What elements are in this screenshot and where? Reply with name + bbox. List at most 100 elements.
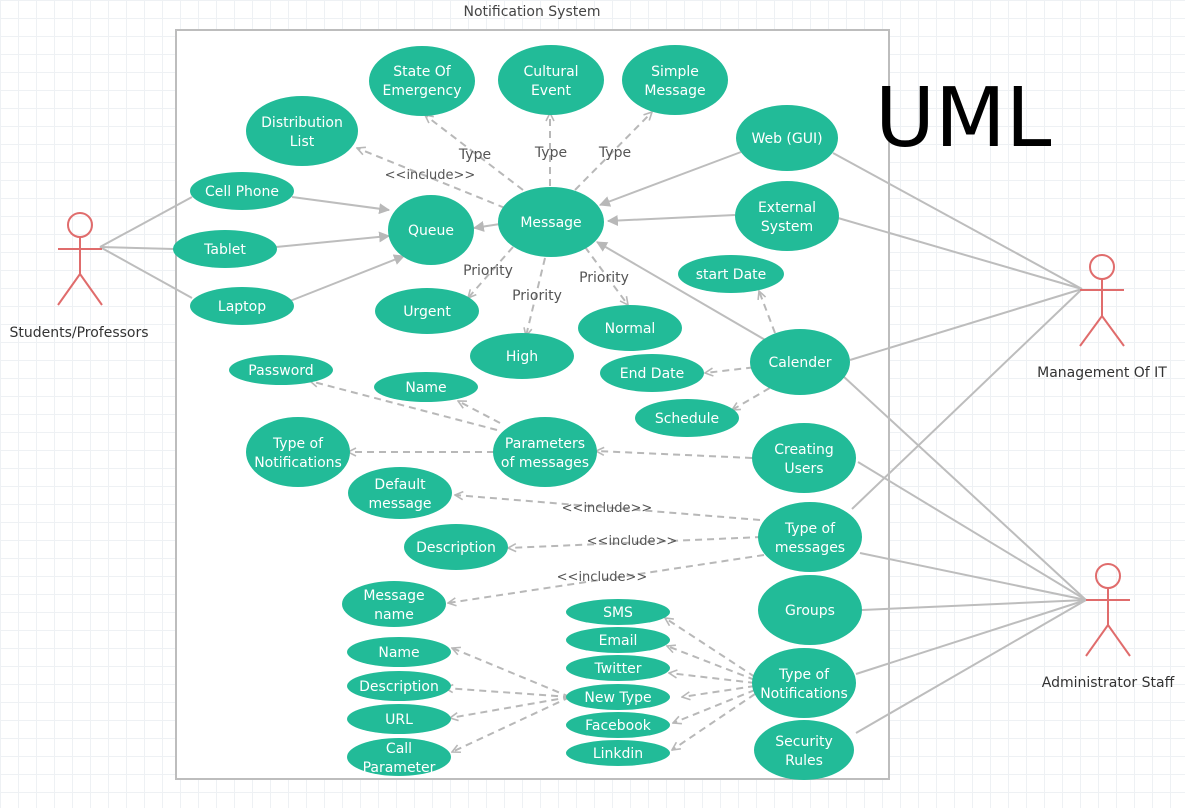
usecase-high[interactable]: High: [470, 333, 574, 379]
include-label-distribution: <<include>>: [385, 168, 476, 183]
system-title: Notification System: [464, 4, 601, 20]
svg-text:Twitter: Twitter: [594, 661, 642, 677]
svg-text:New Type: New Type: [584, 690, 651, 706]
usecase-description-msg[interactable]: Description: [404, 524, 508, 570]
priority-label-high: Priority: [512, 288, 562, 304]
usecase-name-param[interactable]: Name: [374, 372, 478, 402]
svg-text:Facebook: Facebook: [585, 718, 652, 734]
actor-stick-figure-icon: [1079, 254, 1125, 347]
usecase-sms[interactable]: SMS: [566, 599, 670, 625]
svg-text:Groups: Groups: [785, 603, 835, 619]
usecase-linkedin[interactable]: Linkdin: [566, 740, 670, 766]
svg-text:Linkdin: Linkdin: [593, 746, 643, 762]
svg-text:Web (GUI): Web (GUI): [751, 131, 822, 147]
svg-text:Email: Email: [599, 633, 638, 649]
svg-text:SMS: SMS: [603, 605, 633, 621]
actor-administrator-staff[interactable]: Administrator Staff: [1042, 563, 1175, 691]
actor-label: Management Of IT: [1037, 365, 1167, 381]
actor-management-of-it[interactable]: Management Of IT: [1037, 254, 1167, 381]
relation-labels: <<include>> Type Type Type Priority Prio…: [385, 145, 678, 585]
solid-arrows: [275, 151, 768, 342]
usecase-start-date[interactable]: start Date: [678, 255, 784, 293]
usecase-end-date[interactable]: End Date: [600, 354, 704, 392]
svg-text:Tablet: Tablet: [203, 242, 246, 258]
usecase-web-gui[interactable]: Web (GUI): [736, 105, 838, 171]
usecase-tablet[interactable]: Tablet: [173, 230, 277, 268]
actor-stick-figure-icon: [1085, 563, 1131, 657]
svg-text:End Date: End Date: [620, 366, 685, 382]
usecase-new-type[interactable]: New Type: [566, 684, 670, 710]
svg-text:Schedule: Schedule: [655, 411, 719, 427]
svg-text:Laptop: Laptop: [218, 299, 266, 315]
usecase-twitter[interactable]: Twitter: [566, 655, 670, 681]
svg-text:start Date: start Date: [696, 267, 767, 283]
usecase-message[interactable]: Message: [498, 187, 604, 257]
usecase-cell-phone[interactable]: Cell Phone: [190, 172, 294, 210]
usecase-url[interactable]: URL: [347, 704, 451, 734]
svg-text:High: High: [506, 349, 538, 365]
usecase-email[interactable]: Email: [566, 627, 670, 653]
usecase-queue[interactable]: Queue: [388, 195, 474, 265]
uml-banner: UML: [875, 71, 1052, 166]
include-label-default: <<include>>: [562, 501, 653, 516]
actor-label: Students/Professors: [9, 325, 148, 341]
usecase-calender[interactable]: Calender: [750, 329, 850, 395]
svg-text:URL: URL: [385, 712, 413, 728]
svg-text:Urgent: Urgent: [403, 304, 451, 320]
usecase-normal[interactable]: Normal: [578, 305, 682, 351]
actor-stick-figure-icon: [57, 212, 103, 306]
svg-text:Queue: Queue: [408, 223, 454, 239]
svg-text:Description: Description: [416, 540, 496, 556]
include-label-message-name: <<include>>: [557, 570, 648, 585]
actor-associations: [99, 152, 1087, 734]
svg-text:Password: Password: [248, 363, 313, 379]
usecase-urgent[interactable]: Urgent: [375, 288, 479, 334]
type-label-emergency: Type: [458, 147, 491, 163]
usecase-name-newtype[interactable]: Name: [347, 637, 451, 667]
usecase-description-newtype[interactable]: Description: [347, 671, 451, 701]
usecase-laptop[interactable]: Laptop: [190, 287, 294, 325]
usecase-groups[interactable]: Groups: [758, 575, 862, 645]
svg-text:Name: Name: [378, 645, 419, 661]
type-label-cultural: Type: [534, 145, 567, 161]
usecase-facebook[interactable]: Facebook: [566, 712, 670, 738]
svg-text:Normal: Normal: [605, 321, 656, 337]
actor-students-professors[interactable]: Students/Professors: [9, 212, 149, 341]
svg-text:Message: Message: [520, 215, 581, 231]
usecase-schedule[interactable]: Schedule: [635, 399, 739, 437]
priority-label-urgent: Priority: [463, 263, 513, 279]
priority-label-normal: Priority: [579, 270, 629, 286]
usecase-password[interactable]: Password: [229, 355, 333, 385]
actor-label: Administrator Staff: [1042, 675, 1175, 691]
dashed-relations: [310, 112, 781, 752]
include-label-description: <<include>>: [587, 534, 678, 549]
